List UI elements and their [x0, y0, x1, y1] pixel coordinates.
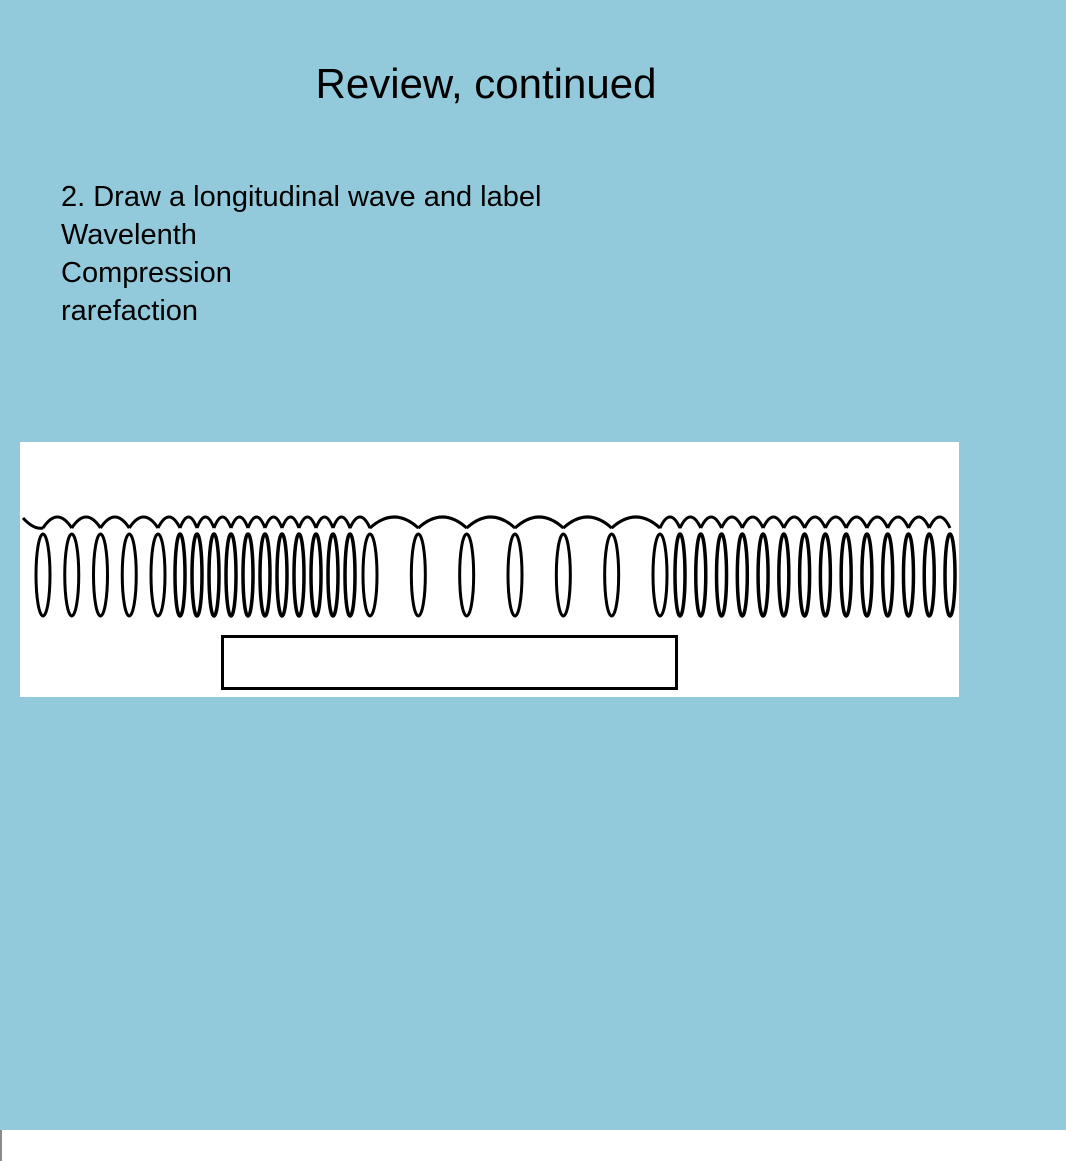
spring-loop: [343, 532, 357, 618]
term-wavelength: Wavelenth: [61, 219, 197, 251]
bottom-strip: [0, 1130, 1066, 1161]
spring-loop: [777, 532, 791, 618]
term-compression: Compression: [61, 257, 232, 289]
term-rarefaction: rarefaction: [61, 295, 199, 327]
question-text-block: 2. Draw a longitudinal wave and label Wa…: [61, 178, 541, 330]
spring-loop: [224, 532, 238, 618]
spring-loop: [673, 532, 687, 618]
spring-loop: [554, 532, 572, 618]
spring-loop: [34, 532, 52, 618]
spring-loop: [120, 532, 138, 618]
question-line: 2. Draw a longitudinal wave and label: [61, 181, 542, 213]
slide-title: Review, continued: [315, 60, 657, 107]
spring-loop: [458, 532, 476, 618]
spring-loop: [92, 532, 109, 618]
spring-loop: [860, 532, 874, 618]
spring-loop: [207, 532, 221, 618]
spring-loop: [309, 532, 323, 618]
spring-loop: [190, 532, 204, 618]
spring-loop: [258, 532, 272, 618]
spring-loop: [943, 532, 957, 618]
spring-loop: [506, 532, 524, 618]
spring-loop: [173, 532, 187, 618]
slide: Review, continued 2. Draw a longitudinal…: [0, 0, 1066, 1130]
spring-coil-diagram: [21, 515, 957, 618]
spring-loop: [818, 532, 833, 618]
spring-loop: [63, 532, 81, 618]
answer-label-box[interactable]: [221, 635, 678, 690]
spring-loop: [922, 532, 936, 618]
spring-loop: [326, 532, 340, 618]
spring-loop: [839, 532, 853, 618]
spring-loop: [603, 532, 621, 618]
spring-loop: [756, 532, 770, 618]
spring-loop: [149, 532, 167, 618]
spring-loop: [292, 532, 306, 618]
spring-loop: [714, 532, 729, 618]
spring-loop: [880, 532, 895, 618]
spring-loop: [694, 532, 708, 618]
spring-loop: [409, 532, 427, 618]
spring-loop: [651, 532, 669, 618]
spring-loop: [241, 532, 255, 618]
spring-loop: [901, 532, 916, 618]
spring-loop: [275, 532, 289, 618]
spring-top-arches: [21, 515, 952, 530]
spring-loop: [361, 532, 379, 618]
spring-loop: [735, 532, 750, 618]
spring-loop: [797, 532, 812, 618]
